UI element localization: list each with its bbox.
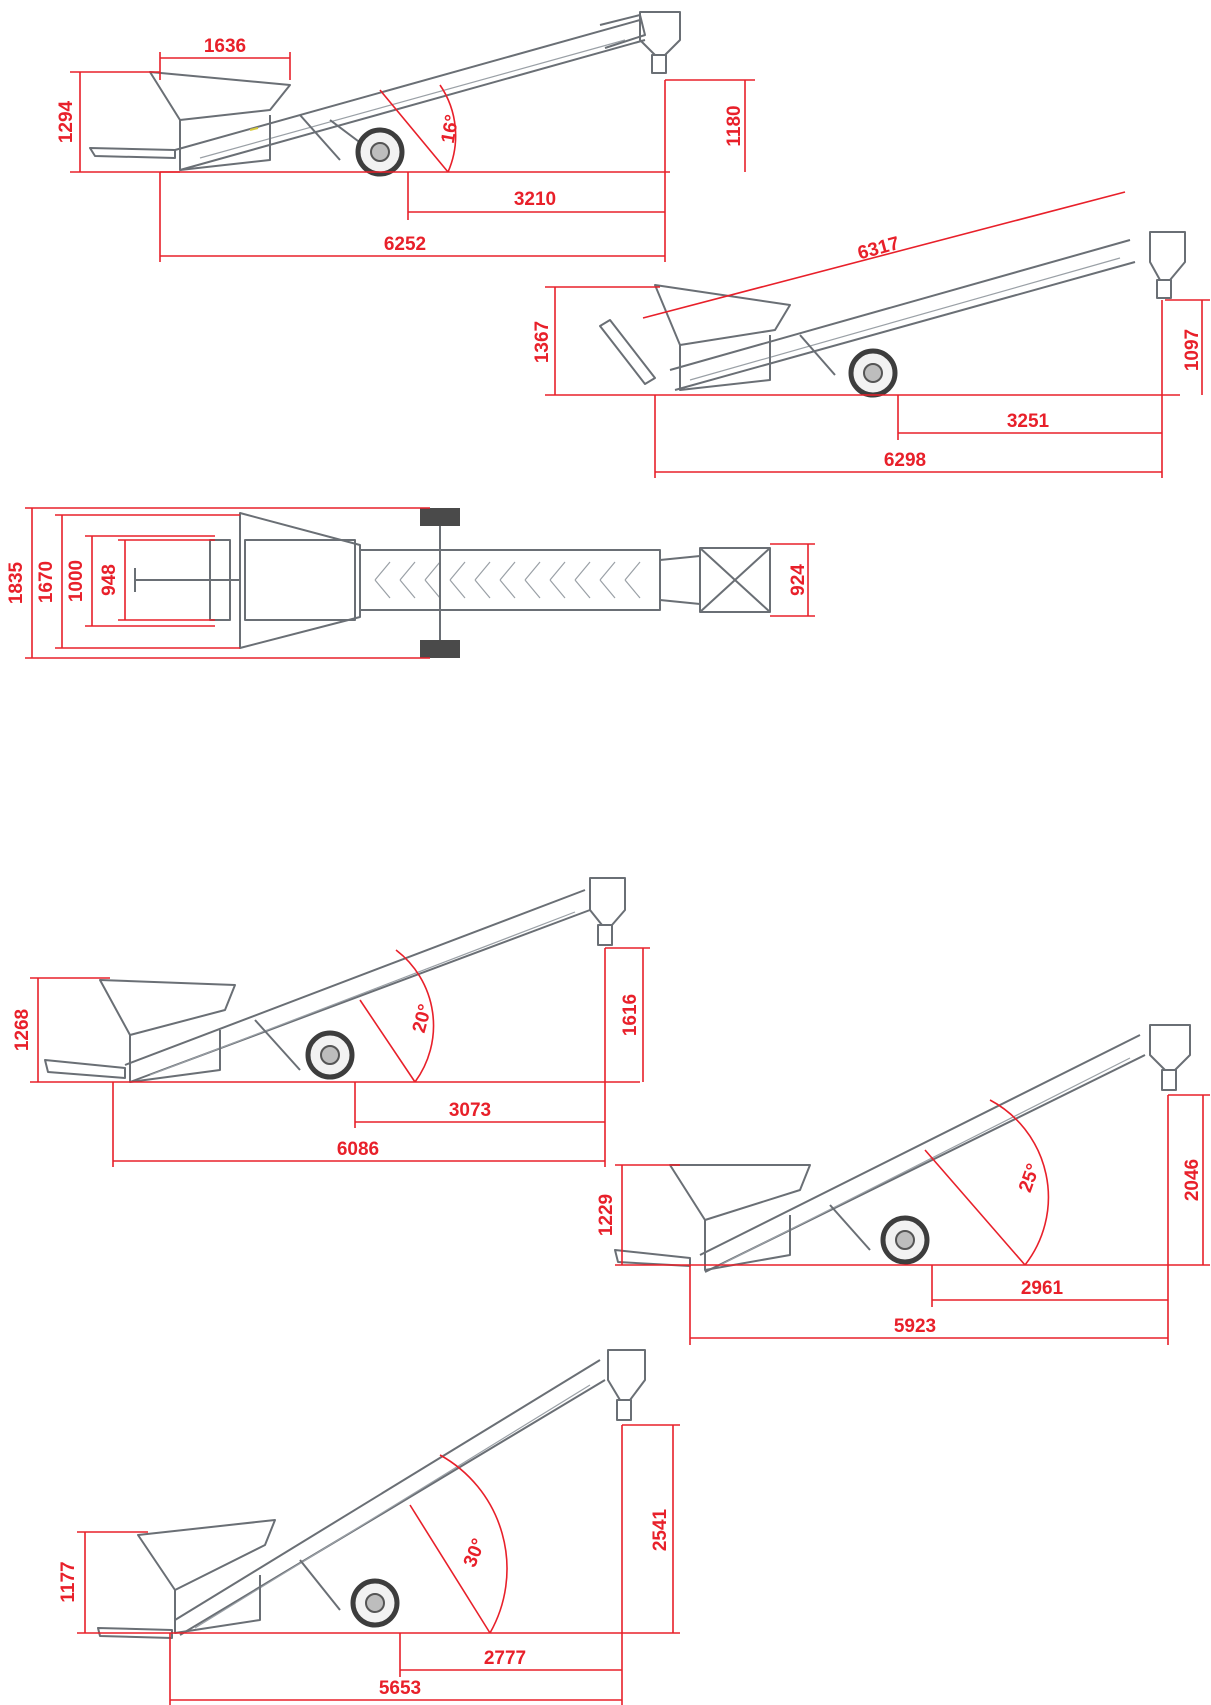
plan-view: 1835 1670 1000 948 924 bbox=[6, 507, 815, 659]
dim-total-length: 6086 bbox=[337, 1139, 379, 1160]
dim-right-height: 2541 bbox=[650, 1508, 671, 1551]
dim-total-length: 6252 bbox=[384, 234, 426, 255]
dim-wheel-to-discharge: 3210 bbox=[514, 189, 556, 210]
dim-left-height: 1268 bbox=[12, 1009, 33, 1051]
conveyor-drawing bbox=[44, 877, 626, 1083]
side-view-16deg: 1294 1636 1180 16° 3210 6252 bbox=[56, 11, 755, 262]
dim-wheel-to-discharge: 3251 bbox=[1007, 411, 1050, 432]
dim-right-height: 1097 bbox=[1182, 329, 1203, 371]
conveyor-drawing bbox=[599, 231, 1186, 398]
dim-hopper-width: 1670 bbox=[36, 561, 57, 603]
side-view-20deg: 1268 1616 20° 3073 6086 bbox=[12, 877, 650, 1167]
dim-total-length: 6298 bbox=[884, 450, 926, 471]
conveyor-drawing bbox=[97, 1349, 646, 1639]
angle-label: 20° bbox=[409, 1002, 437, 1035]
dim-total-length: 5653 bbox=[379, 1678, 421, 1699]
dim-left-height: 1177 bbox=[58, 1561, 79, 1602]
dim-frame-width: 1000 bbox=[66, 560, 87, 602]
dim-wheel-to-discharge: 2961 bbox=[1021, 1278, 1064, 1299]
dim-inner-width: 948 bbox=[99, 564, 120, 596]
conveyor-drawing bbox=[614, 1024, 1191, 1273]
dim-right-height: 1180 bbox=[724, 105, 745, 146]
side-view-30deg: 1177 2541 30° 2777 5653 bbox=[58, 1349, 680, 1705]
dim-left-height: 1367 bbox=[532, 321, 553, 363]
dim-diagonal-length: 6317 bbox=[855, 233, 901, 264]
angle-label: 30° bbox=[460, 1536, 490, 1571]
side-view-25deg: 1229 2046 25° 2961 5923 bbox=[596, 1024, 1210, 1345]
dim-head-width: 924 bbox=[788, 564, 809, 596]
conveyor-plan-drawing bbox=[134, 508, 771, 658]
dim-right-height: 1616 bbox=[620, 994, 641, 1036]
angle-label: 25° bbox=[1015, 1161, 1045, 1195]
dim-total-length: 5923 bbox=[894, 1316, 936, 1337]
side-view-transport: 6317 1367 1097 3251 6298 bbox=[532, 191, 1210, 478]
dim-overall-width: 1835 bbox=[6, 561, 27, 604]
dim-hopper-width: 1636 bbox=[204, 36, 246, 57]
angle-label: 16° bbox=[438, 113, 464, 145]
conveyor-drawing bbox=[89, 11, 681, 177]
dim-wheel-to-discharge: 3073 bbox=[449, 1100, 491, 1121]
dim-left-height: 1294 bbox=[56, 100, 77, 143]
dim-left-height: 1229 bbox=[596, 1194, 617, 1236]
dim-right-height: 2046 bbox=[1182, 1159, 1203, 1201]
dim-wheel-to-discharge: 2777 bbox=[484, 1648, 526, 1669]
